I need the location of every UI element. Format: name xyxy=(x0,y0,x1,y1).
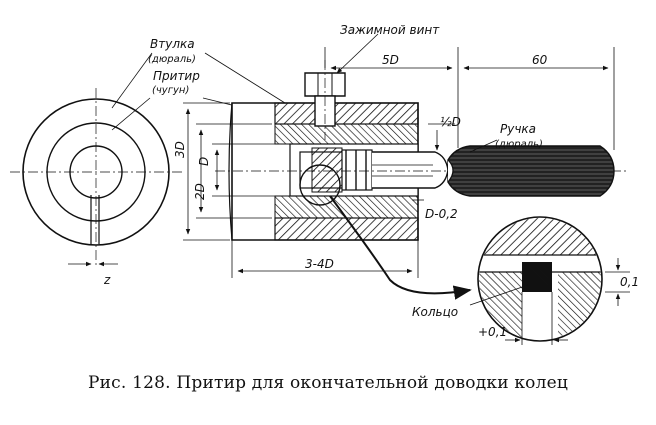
lapping-tool-drawing: z Втулка (дюраль) Притир (чугун) xyxy=(10,23,639,345)
dim-5d: 5D xyxy=(382,53,399,67)
label-pritir-material: (чугун) xyxy=(152,85,189,96)
dim-z: z xyxy=(103,273,111,287)
dim-tol-right: 0,1 xyxy=(620,275,639,289)
clamp-screw xyxy=(304,60,346,140)
label-pritir: Притир xyxy=(153,69,200,83)
dim-d-minus: D-0,2 xyxy=(425,207,458,221)
dim-3d: 3D xyxy=(173,141,187,158)
label-vtulka-material: (дюраль) xyxy=(148,54,196,65)
section-view xyxy=(215,102,628,241)
handle xyxy=(447,145,615,197)
label-vtulka: Втулка xyxy=(150,37,195,51)
end-view: z xyxy=(10,88,182,287)
figure-caption: Рис. 128. Притир для окончательной довод… xyxy=(87,373,568,393)
label-clamp-screw: Зажимной винт xyxy=(340,23,440,37)
dim-d: D xyxy=(197,157,211,166)
label-ring: Кольцо xyxy=(412,305,458,319)
dim-2d: 2D xyxy=(193,183,207,200)
label-handle: Ручка xyxy=(500,122,536,136)
label-handle-material: (дюраль) xyxy=(495,139,543,150)
dim-60: 60 xyxy=(532,53,548,67)
dim-length: 3-4D xyxy=(305,257,334,271)
dim-half-d: ½D xyxy=(440,115,461,129)
dim-tol-bottom: +0,1 xyxy=(478,325,507,339)
